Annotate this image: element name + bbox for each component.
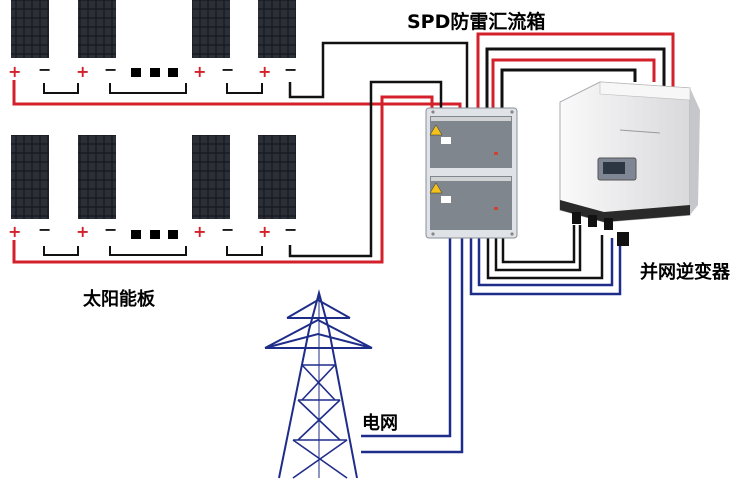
solar-panel [78, 0, 116, 58]
minus-marker: − [284, 60, 297, 79]
plus-marker: + [8, 62, 21, 81]
spd-combiner-box [425, 107, 518, 239]
dc-output-wires [476, 32, 675, 108]
minus-marker: − [38, 60, 51, 79]
solar-panel [11, 135, 49, 219]
string1-negative-wire [288, 41, 469, 108]
solar-panel [11, 0, 49, 58]
string2-negative-wire [288, 80, 443, 258]
solar-panel [192, 0, 230, 58]
minus-marker: − [221, 60, 234, 79]
plus-marker: + [76, 62, 89, 81]
solar-panel [192, 135, 230, 219]
plus-marker: + [76, 222, 89, 241]
solar-panel [78, 135, 116, 219]
ac-wires [469, 225, 622, 296]
grid-label: 电网 [362, 413, 398, 434]
inverter-label: 并网逆变器 [640, 262, 730, 283]
plus-marker: + [193, 222, 206, 241]
minus-marker: − [38, 220, 51, 239]
plus-marker: + [8, 222, 21, 241]
transmission-tower [264, 289, 373, 479]
minus-marker: − [221, 220, 234, 239]
series-links [43, 83, 263, 256]
plus-marker: + [193, 62, 206, 81]
minus-marker: − [104, 220, 117, 239]
polarity-markers: + − + − + − + − + − + − + − + − [8, 60, 297, 241]
ellipsis-dots [131, 68, 178, 239]
solar-panel [258, 135, 296, 219]
solar-panels-label: 太阳能板 [83, 289, 155, 310]
string2-positive-wire [12, 95, 434, 264]
spd-box-label: SPD防雷汇流箱 [407, 11, 546, 33]
minus-marker: − [104, 60, 117, 79]
minus-marker: − [284, 220, 297, 239]
plus-marker: + [258, 222, 271, 241]
grid-inverter [559, 81, 700, 246]
grid-wires [361, 237, 464, 454]
plus-marker: + [258, 62, 271, 81]
solar-panel-row-2 [11, 135, 296, 219]
solar-panel-row-1 [11, 0, 296, 58]
solar-panel [258, 0, 296, 58]
